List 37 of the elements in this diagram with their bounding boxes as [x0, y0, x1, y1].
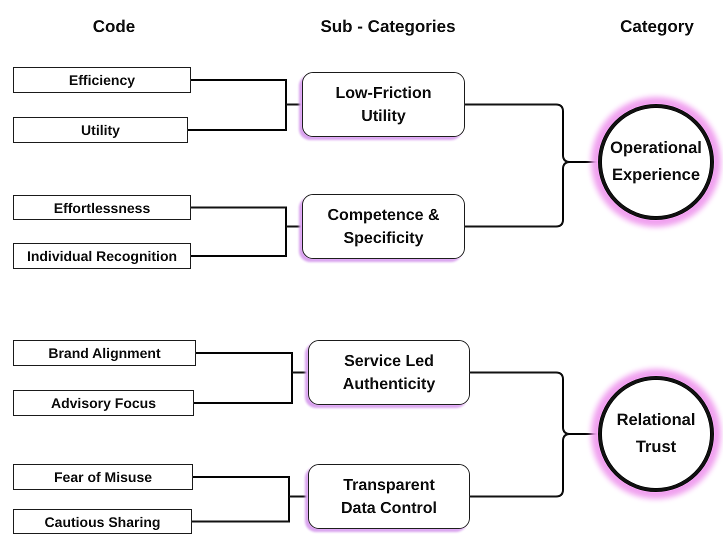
- code-box: [13, 195, 191, 220]
- code-box: [13, 67, 191, 93]
- code-box: [13, 390, 194, 416]
- connector-line: [465, 161, 598, 228]
- code-label: Brand Alignment: [48, 345, 161, 361]
- column-heading: Category: [620, 17, 694, 37]
- connector-line: [191, 226, 302, 257]
- sub-category-box: [302, 72, 465, 137]
- sub-category-label: Service Led Authenticity: [342, 352, 436, 394]
- code-label: Utility: [81, 122, 120, 138]
- code-label: Cautious Sharing: [44, 514, 160, 530]
- sub-category-box: [302, 194, 465, 259]
- category-circle: [598, 376, 714, 492]
- sub-category-label: Low-Friction Utility: [334, 84, 432, 126]
- column-heading: Code: [92, 17, 136, 37]
- code-box: [13, 117, 188, 143]
- sub-category-label: Competence & Specificity: [326, 206, 441, 248]
- category-label: Relational Trust: [616, 410, 696, 458]
- connector-line: [470, 433, 598, 498]
- code-box: [13, 464, 193, 490]
- sub-category-box: [308, 464, 470, 529]
- code-label: Efficiency: [68, 72, 136, 88]
- category-circle: [598, 104, 714, 220]
- column-heading: Sub - Categories: [320, 17, 456, 37]
- sub-category-box: [308, 340, 470, 405]
- connector-line: [188, 104, 302, 131]
- code-box: [13, 243, 191, 269]
- connector-line: [192, 496, 308, 522]
- sub-category-label: Transparent Data Control: [340, 476, 438, 518]
- code-box: [13, 340, 196, 366]
- code-label: Individual Recognition: [26, 248, 178, 264]
- code-label: Fear of Misuse: [54, 469, 152, 485]
- connector-line: [194, 372, 308, 404]
- code-label: Effortlessness: [54, 200, 150, 216]
- code-label: Advisory Focus: [50, 395, 156, 411]
- code-box: [13, 509, 192, 534]
- category-label: Operational Experience: [609, 138, 703, 186]
